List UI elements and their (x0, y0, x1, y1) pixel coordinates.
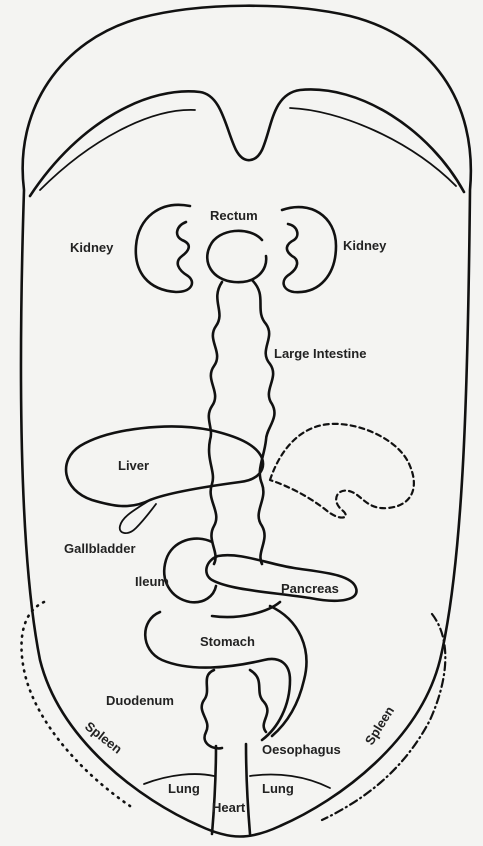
label-spleen-left: Spleen (82, 719, 125, 757)
label-pancreas: Pancreas (281, 581, 339, 596)
label-lung-right: Lung (262, 781, 294, 796)
label-rectum: Rectum (210, 208, 258, 223)
label-ileum: Ileum (135, 574, 169, 589)
duodenum-shape (202, 670, 268, 748)
right-dashed-region (270, 424, 414, 518)
label-kidney-right: Kidney (343, 238, 387, 253)
oesophagus-shape (212, 744, 250, 834)
label-liver: Liver (118, 458, 149, 473)
large-intestine-shape (209, 280, 275, 564)
kidney-left-shape (136, 205, 192, 292)
label-lung-left: Lung (168, 781, 200, 796)
stomach-shape (145, 602, 306, 740)
label-stomach: Stomach (200, 634, 255, 649)
ileum-shape (164, 539, 216, 603)
rectum-shape (207, 231, 266, 282)
label-duodenum: Duodenum (106, 693, 174, 708)
kidney-right-shape (282, 207, 336, 292)
label-oesophagus: Oesophagus (262, 742, 341, 757)
liver-shape (66, 427, 263, 507)
label-heart: Heart (212, 800, 246, 815)
label-kidney-left: Kidney (70, 240, 114, 255)
label-gallbladder: Gallbladder (64, 541, 136, 556)
label-spleen-right: Spleen (362, 703, 397, 747)
label-large-intestine: Large Intestine (274, 346, 366, 361)
